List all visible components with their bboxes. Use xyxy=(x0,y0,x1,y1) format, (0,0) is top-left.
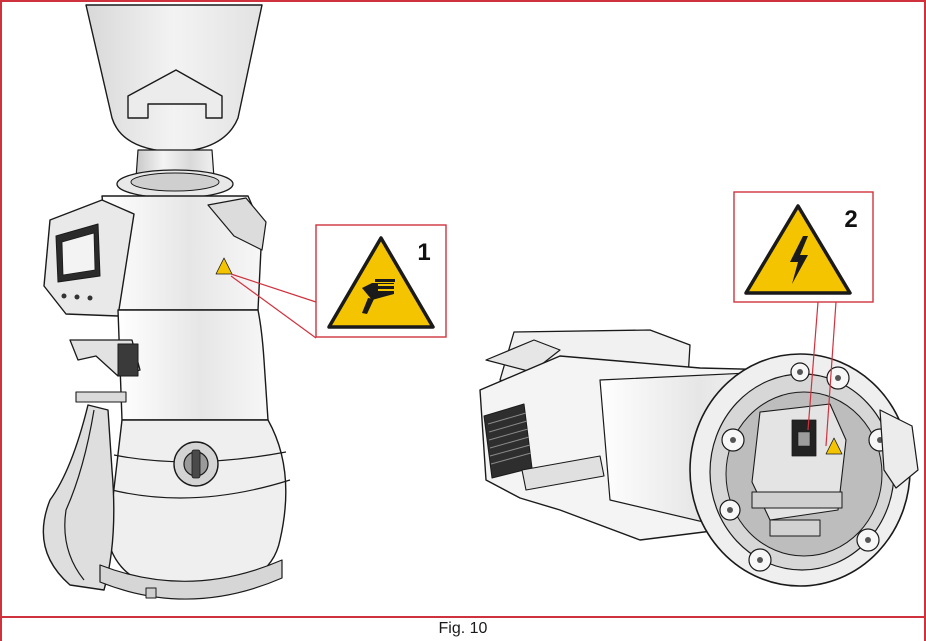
electrical-hazard-lightning-icon xyxy=(744,204,852,295)
callout-2-leader xyxy=(807,301,837,447)
sticker-2-icon xyxy=(825,437,843,455)
sticker-1-icon xyxy=(215,257,233,275)
callout-1-leader xyxy=(230,273,317,339)
callout-1: 1 xyxy=(315,224,447,338)
figure-caption: Fig. 10 xyxy=(438,620,488,637)
callout-2-number: 2 xyxy=(844,206,857,233)
grinder-front-view xyxy=(42,4,291,600)
cutting-hazard-hand-icon xyxy=(327,236,435,329)
grinder-bottom-view xyxy=(479,329,919,587)
callout-1-number: 1 xyxy=(417,239,430,266)
callout-2: 2 xyxy=(733,191,874,303)
